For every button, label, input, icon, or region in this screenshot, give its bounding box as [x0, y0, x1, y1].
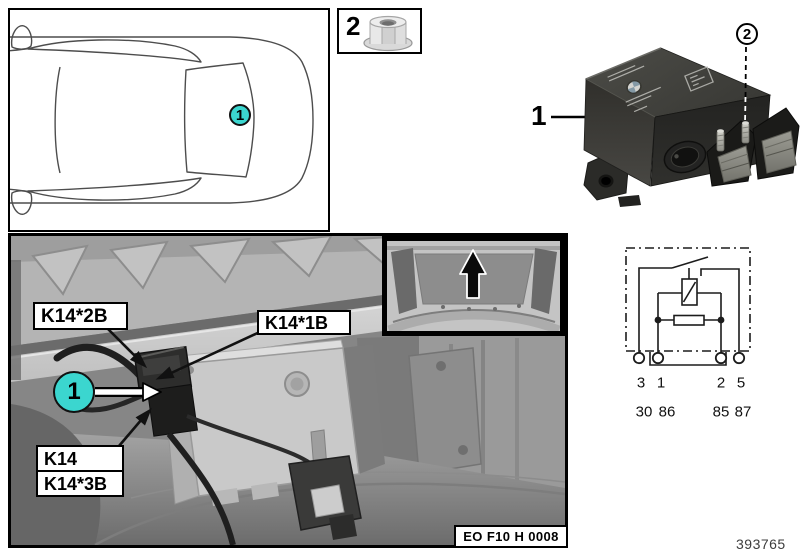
label-k14-3b: K14*3B	[36, 470, 124, 497]
pin-label: 1	[656, 374, 666, 392]
relay-schematic	[625, 247, 751, 366]
car-top-view	[6, 25, 314, 215]
callout-1-arrow	[95, 382, 162, 402]
pin-label: 3	[636, 374, 646, 392]
schematic-housing-dashed	[625, 247, 751, 352]
relay-item-label[interactable]: 1	[531, 100, 547, 131]
terminal-label: 86	[658, 403, 676, 421]
nut-legend-panel[interactable]: 2	[337, 8, 422, 54]
label-k14-stack: K14 K14*3B	[36, 445, 124, 497]
terminal-pin-1	[651, 351, 665, 365]
flange-nut-icon	[363, 15, 413, 52]
trunk-floor	[11, 430, 565, 545]
relay-pinout-icon	[684, 66, 714, 92]
label-k14: K14	[36, 445, 124, 472]
mirror-right	[10, 190, 33, 215]
side-window-left	[27, 39, 202, 63]
label-k14-1b: K14*1B	[257, 310, 351, 335]
trunk-latch	[288, 455, 362, 540]
relay-terminal-stud-2	[741, 121, 750, 144]
relay-connector-plug	[663, 140, 707, 174]
pin-label: 2	[716, 374, 726, 392]
terminal-pin-2	[714, 351, 728, 365]
callout-1-photo[interactable]: 1	[53, 371, 95, 413]
terminal-label: 30	[635, 403, 653, 421]
coil-symbol	[681, 278, 698, 306]
terminal-label: 87	[734, 403, 752, 421]
car-body-outline	[7, 36, 314, 204]
terminal-pin-3	[632, 351, 646, 365]
rear-window-outline	[183, 62, 255, 178]
inset-trunk-view	[382, 236, 565, 336]
nut-item-number: 2	[346, 11, 361, 41]
trunk-photo-panel: K14*2B K14*1B K14 K14*3B 1 EO F10 H 0008	[8, 233, 568, 548]
relay-terminal-block	[706, 107, 800, 187]
image-code-label: EO F10 H 0008	[454, 525, 568, 548]
relay-terminal-stud-1	[716, 129, 725, 152]
doc-number: 393765	[736, 536, 786, 552]
trunk-photo	[11, 236, 565, 545]
terminal-pin-5	[732, 351, 746, 365]
up-arrow-icon	[459, 249, 487, 299]
car-location-panel	[6, 8, 330, 232]
callout-2-leader-dashed-light	[744, 96, 747, 125]
mirror-left	[10, 25, 33, 50]
windshield-line	[54, 66, 61, 174]
callout-2-relay-label: 2	[742, 25, 752, 43]
label-arrows	[106, 327, 263, 447]
label-k14-2b: K14*2B	[33, 302, 128, 330]
relay-illustration	[551, 46, 800, 207]
terminal-label: 85	[712, 403, 730, 421]
callout-1-car-label: 1	[235, 106, 245, 124]
side-window-right	[27, 177, 202, 201]
relay-top-print	[607, 64, 714, 113]
callout-1-car[interactable]: 1	[229, 104, 251, 126]
bmw-roundel-icon	[626, 80, 642, 94]
callout-1-photo-label: 1	[67, 378, 81, 405]
pin-label: 5	[736, 374, 746, 392]
callout-2-relay[interactable]: 2	[736, 23, 758, 45]
resistor-symbol	[673, 314, 705, 326]
switch-blade	[671, 256, 709, 269]
